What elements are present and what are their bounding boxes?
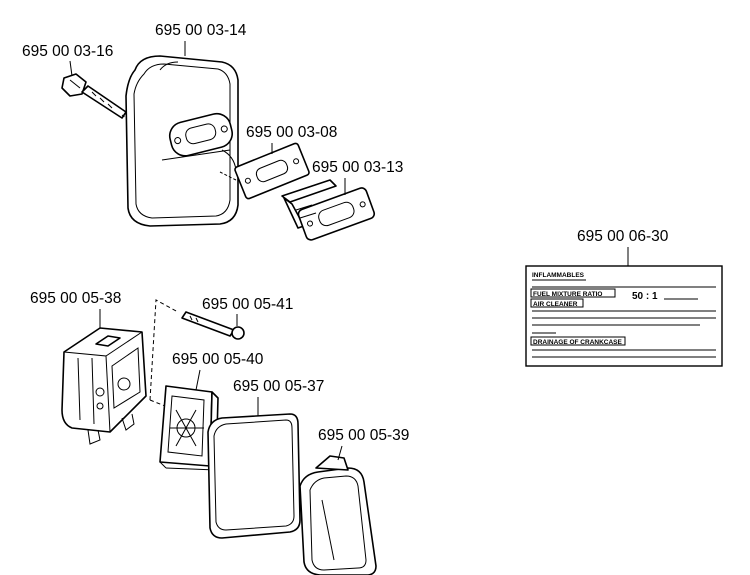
part-number-decal: 695 00 06-30 xyxy=(577,228,669,245)
muffler-bolt xyxy=(61,73,131,122)
muffler xyxy=(125,55,239,227)
part-number-filter-support: 695 00 05-40 xyxy=(172,351,264,368)
part-number-air-filter-holder: 695 00 05-38 xyxy=(30,290,121,307)
part-number-filter-cover: 695 00 05-39 xyxy=(318,427,409,444)
decal-line-inflammables: INFLAMMABLES xyxy=(532,272,585,279)
muffler-gasket xyxy=(234,142,310,200)
cooling-plate xyxy=(281,179,376,241)
filter-cover xyxy=(299,455,377,575)
decal-fuel-ratio: 50 : 1 xyxy=(632,291,658,302)
warning-decal: INFLAMMABLES FUEL MIXTURE RATIO 50 : 1 A… xyxy=(525,265,723,367)
part-number-cooling-plate: 695 00 03-13 xyxy=(312,159,403,176)
part-number-muffler: 695 00 03-14 xyxy=(155,22,247,39)
part-number-muffler-bolt: 695 00 03-16 xyxy=(22,43,113,60)
part-number-air-filter: 695 00 05-37 xyxy=(233,378,324,395)
air-filter-holder xyxy=(61,327,147,445)
decal-line-fuel-mixture: FUEL MIXTURE RATIO xyxy=(533,291,602,298)
air-filter xyxy=(207,413,301,539)
decal-line-drainage: DRAINAGE OF CRANKCASE xyxy=(533,339,623,346)
filter-screw xyxy=(181,311,245,340)
part-number-muffler-gasket: 695 00 03-08 xyxy=(246,124,337,141)
part-number-filter-screw: 695 00 05-41 xyxy=(202,296,293,313)
decal-line-air-cleaner: AIR CLEANER xyxy=(533,301,578,308)
